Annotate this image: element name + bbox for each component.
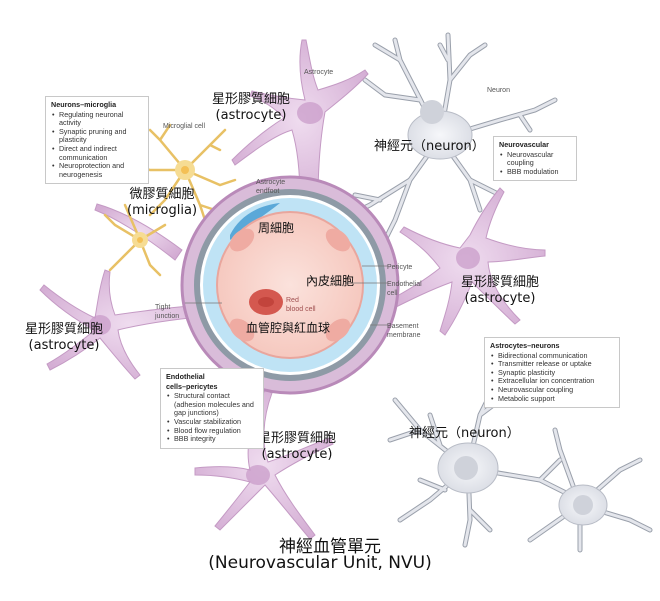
box-item: Structural contact (adhesion molecules a… xyxy=(167,391,258,418)
label-basement-membrane: Basement membrane xyxy=(387,322,420,340)
vessel-lumen xyxy=(218,213,362,357)
cn-line: 星形膠質細胞 xyxy=(258,431,337,446)
box-astrocytes-neurons: Astrocytes–neurons Bidirectional communi… xyxy=(484,337,620,409)
label-neuron: Neuron xyxy=(487,87,510,94)
box-title: Astrocytes–neurons xyxy=(490,341,560,350)
label-microglial-cell: Microglial cell xyxy=(163,123,206,130)
label-line: Astrocyte xyxy=(256,179,286,186)
cn-label-endothelial: 內皮細胞 xyxy=(306,274,355,288)
box-item: Bidirectional communication xyxy=(491,351,614,361)
box-endothelial-pericytes: Endothelial cells–pericytes Structural c… xyxy=(160,368,264,449)
box-list: Regulating neuronal activity Synaptic pr… xyxy=(51,110,143,180)
box-item: Transmitter release or uptake xyxy=(491,360,614,369)
box-list: Bidirectional communication Transmitter … xyxy=(490,351,614,404)
box-item: Regulating neuronal activity xyxy=(52,110,143,128)
diagram-title-en: (Neurovascular Unit, NVU) xyxy=(208,553,432,573)
astrocyte-bottom xyxy=(194,389,334,540)
label-pericyte: Pericyte xyxy=(387,264,413,271)
label-line: Tight xyxy=(155,304,171,311)
blood-vessel xyxy=(180,175,400,395)
box-item: Vascular stabilization xyxy=(167,417,258,427)
label-astrocyte-endfoot: Astrocyte endfoot xyxy=(256,178,285,196)
cn-label-lumen: 血管腔與紅血球 xyxy=(246,321,331,335)
cn-line: (astrocyte) xyxy=(215,108,287,123)
box-item: Extracellular ion concentration xyxy=(491,377,614,386)
cn-line: 星形膠質細胞 xyxy=(461,275,540,290)
box-item: Neuroprotection and neurogenesis xyxy=(52,161,143,179)
label-line: Basement xyxy=(387,323,419,330)
label-line: junction xyxy=(155,313,180,320)
cn-line: (astrocyte) xyxy=(464,291,536,306)
cn-label-astrocyte-right: 星形膠質細胞 (astrocyte) xyxy=(461,275,539,307)
cn-label-astrocyte-left: 星形膠質細胞 (astrocyte) xyxy=(25,322,103,354)
cn-line: 星形膠質細胞 xyxy=(212,92,291,107)
label-line: Red xyxy=(286,297,299,304)
box-list: Neurovascular coupling BBB modulation xyxy=(499,150,571,177)
box-neurons-microglia: Neurons–microglia Regulating neuronal ac… xyxy=(45,96,149,185)
box-item: Neurovascular coupling xyxy=(491,385,614,395)
cn-label-astrocyte-top: 星形膠質細胞 (astrocyte) xyxy=(212,92,290,124)
box-item: Synaptic plasticity xyxy=(491,368,614,378)
label-endothelial-cell: Endothelial cell xyxy=(387,280,422,298)
label-line: membrane xyxy=(387,332,421,339)
cn-label-pericyte: 周細胞 xyxy=(258,221,295,235)
cn-label-astrocyte-bottom: 星形膠質細胞 (astrocyte) xyxy=(258,431,336,463)
box-item: Synaptic pruning and plasticity xyxy=(52,127,143,145)
box-item: BBB modulation xyxy=(500,167,571,177)
diagram-title-cn: 神經血管單元 xyxy=(279,537,381,557)
box-item: Direct and indirect communication xyxy=(52,144,143,162)
label-line: blood cell xyxy=(286,306,316,313)
cn-line: 微膠質細胞 xyxy=(129,187,195,202)
cn-line: (astrocyte) xyxy=(28,338,100,353)
label-red-blood-cell: Red blood cell xyxy=(286,296,316,314)
microglia-cell xyxy=(103,123,237,277)
box-item: BBB integrity xyxy=(167,435,258,444)
cn-label-microglia: 微膠質細胞 (microglia) xyxy=(127,187,197,219)
box-title: cells–pericytes xyxy=(166,381,218,391)
neuron-top-nucleus xyxy=(420,100,444,124)
box-item: Blood flow regulation xyxy=(167,426,258,436)
box-neurovascular: Neurovascular Neurovascular coupling BBB… xyxy=(493,136,577,182)
box-title: Endothelial xyxy=(166,372,205,381)
label-tight-junction: Tight junction xyxy=(155,303,179,321)
cn-line: 星形膠質細胞 xyxy=(25,322,104,337)
box-item: Metabolic support xyxy=(491,394,614,404)
box-list: Structural contact (adhesion molecules a… xyxy=(166,391,258,444)
cn-label-neuron-top: 神經元（neuron） xyxy=(374,139,485,154)
label-line: Endothelial xyxy=(387,281,422,288)
cn-line: (microglia) xyxy=(127,203,198,218)
label-line: endfoot xyxy=(256,188,280,195)
box-title: Neurons–microglia xyxy=(51,100,117,109)
label-line: cell xyxy=(387,290,398,297)
label-astrocyte: Astrocyte xyxy=(304,69,334,76)
box-title: Neurovascular xyxy=(499,140,549,149)
box-item: Neurovascular coupling xyxy=(500,150,571,168)
cn-line: (astrocyte) xyxy=(261,447,333,462)
cn-label-neuron-bottom: 神經元（neuron） xyxy=(409,426,520,441)
